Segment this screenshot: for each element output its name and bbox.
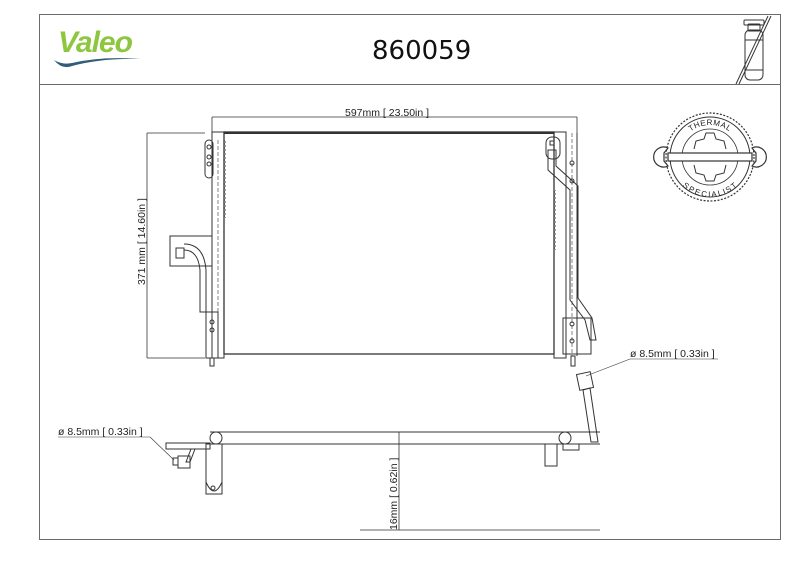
drawing-frame: [39, 14, 781, 540]
depth-dimension-label: 16mm [ 0.62in ]: [388, 458, 400, 530]
height-dimension-label: 371 mm [ 14.60in ]: [136, 198, 148, 285]
part-number: 860059: [372, 36, 472, 66]
header-divider: [39, 84, 781, 85]
condenser-front-view: [146, 116, 597, 367]
refrigerant-bottle-crossed-icon: [735, 15, 772, 85]
brand-name: Valeo: [58, 26, 133, 59]
logo-swoosh-icon: [54, 58, 140, 68]
svg-text:SPECIALIST: SPECIALIST: [681, 181, 739, 199]
inlet-pipe-diameter-label: ø 8.5mm [ 0.33in ]: [58, 426, 143, 438]
width-dimension-label: 597mm [ 23.50in ]: [345, 107, 429, 119]
valeo-logo: Valeo: [52, 26, 152, 74]
outlet-pipe-diameter-label: ø 8.5mm [ 0.33in ]: [630, 348, 715, 360]
condenser-top-view: [58, 358, 718, 531]
thermal-specialist-badge: THERMAL SPECIALIST: [653, 112, 767, 202]
